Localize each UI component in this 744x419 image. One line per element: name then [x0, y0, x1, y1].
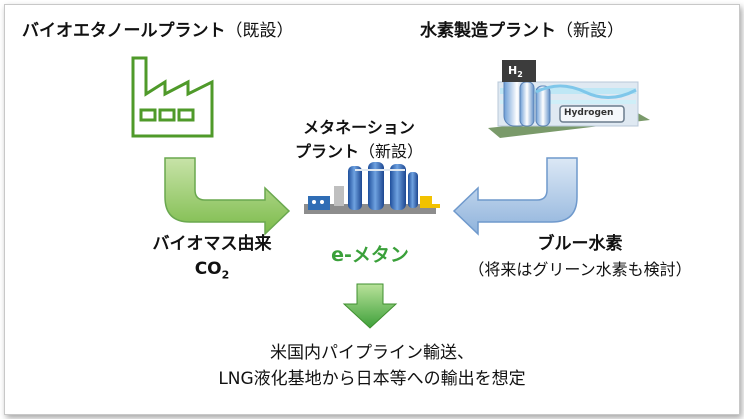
methanation-plant-label: メタネーション プラント（新設） — [294, 118, 424, 161]
e-methane-label: e-メタン — [331, 244, 409, 266]
h2-tank-label: H2 — [508, 64, 523, 80]
co2-flow-arrow — [164, 157, 291, 236]
methanation-plant-icon — [304, 162, 440, 214]
destination-text: 米国内パイプライン輸送、 LNG液化基地から日本等への輸出を想定 — [218, 343, 526, 389]
down-arrow — [342, 283, 398, 329]
hydrogen-flow-arrow — [452, 157, 578, 236]
biomass-co2-label: バイオマス由来 CO2 — [152, 234, 272, 282]
hydrogen-plant-title: 水素製造プラント（新設） — [420, 21, 624, 41]
bio-plant-title: バイオエタノールプラント（既設） — [22, 21, 294, 41]
blue-hydrogen-label: ブルー水素 （将来はグリーン水素も検討） — [468, 234, 692, 279]
factory-icon — [131, 56, 214, 138]
hydrogen-building-label: Hydrogen — [564, 108, 614, 118]
hydrogen-plant-icon — [488, 60, 650, 138]
